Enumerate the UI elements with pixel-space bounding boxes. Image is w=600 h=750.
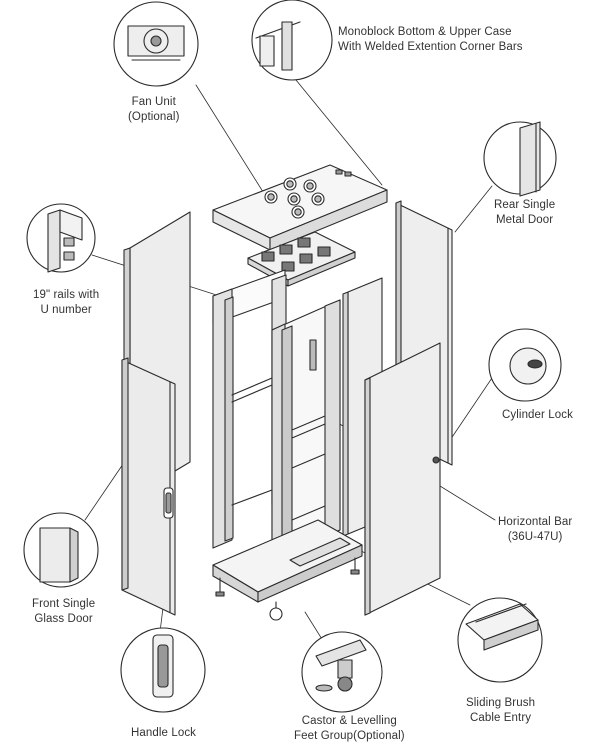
front-frame bbox=[271, 299, 341, 561]
top-cover bbox=[212, 164, 388, 251]
callout-front-door bbox=[23, 512, 99, 588]
callout-monoblock bbox=[251, 0, 333, 81]
label-front-door: Front Single Glass Door bbox=[32, 598, 96, 625]
label-rear-door: Rear Single Metal Door bbox=[494, 199, 556, 226]
callout-handle-lock bbox=[120, 627, 206, 713]
callout-cylinder-lock bbox=[488, 328, 562, 402]
callout-castor bbox=[301, 631, 383, 713]
label-fan-unit: Fan Unit (Optional) bbox=[128, 96, 180, 123]
base-plinth bbox=[212, 519, 363, 621]
label-brush: Sliding Brush Cable Entry bbox=[466, 697, 536, 724]
front-glass-door bbox=[121, 357, 176, 616]
label-horizontal-bar: Horizontal Bar (36U-47U) bbox=[498, 516, 573, 543]
label-cylinder-lock: Cylinder Lock bbox=[502, 409, 573, 421]
label-handle-lock: Handle Lock bbox=[131, 727, 197, 739]
label-castor: Castor & Levelling Feet Group(Optional) bbox=[294, 715, 405, 742]
front-right-panel bbox=[364, 342, 441, 616]
callout-brush bbox=[457, 597, 543, 683]
callout-fan-unit bbox=[113, 1, 199, 87]
callout-rails bbox=[26, 203, 96, 273]
label-monoblock: Monoblock Bottom & Upper Case With Welde… bbox=[338, 26, 523, 53]
label-rails: 19" rails with U number bbox=[33, 289, 100, 316]
callout-rear-door bbox=[483, 121, 557, 197]
